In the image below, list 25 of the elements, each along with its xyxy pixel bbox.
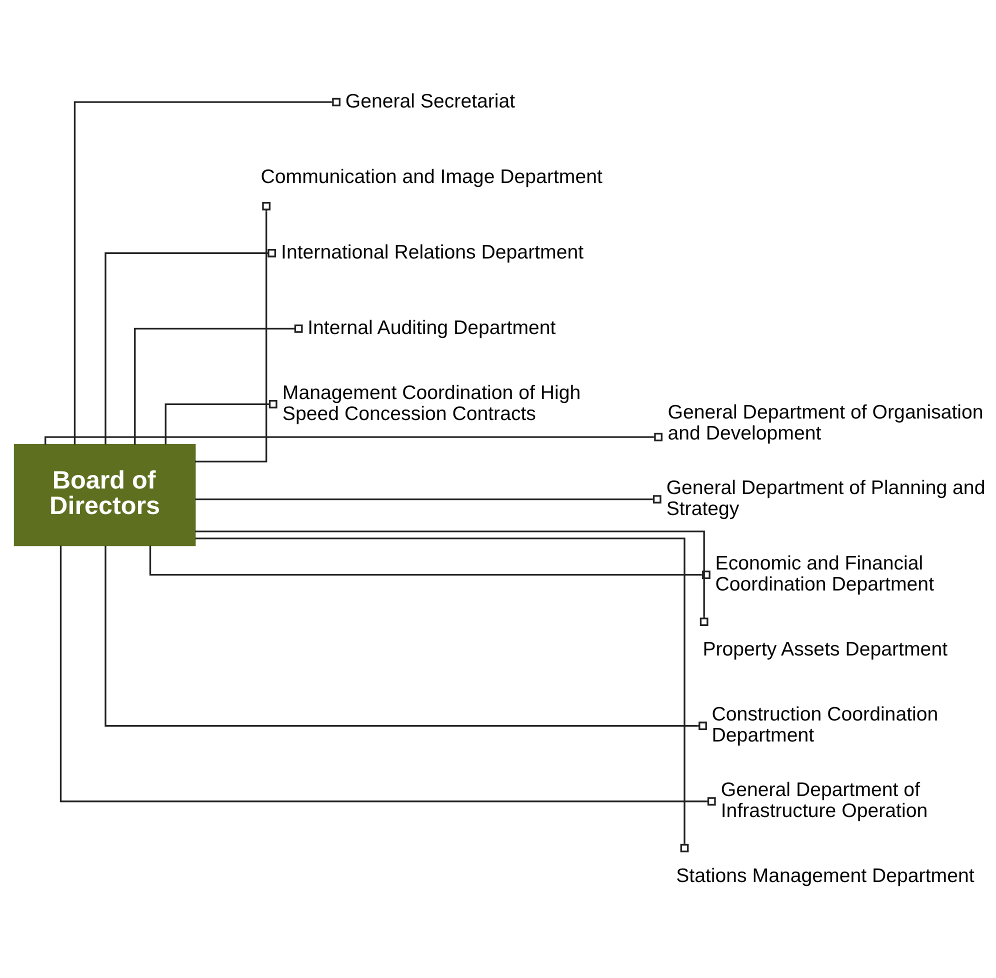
connector (44, 432, 662, 444)
connector (194, 494, 661, 503)
connector (194, 537, 688, 852)
node-text: General Department of Organisation and Development (667, 400, 983, 444)
node-text: Economic and Financial Coordination Department (714, 552, 934, 595)
connector (104, 545, 706, 730)
connector (59, 545, 716, 806)
node-text: Management Coordination of High Speed Concession Contracts (282, 381, 580, 424)
node-text: International Relations Department (280, 240, 584, 263)
node-text: Internal Auditing Department (307, 316, 556, 338)
node-text: General Department of Planning and Strategy (666, 476, 985, 520)
connector (148, 545, 710, 578)
connector (164, 400, 277, 444)
node-text: General Secretariat (344, 90, 515, 112)
connector (104, 248, 276, 444)
connector (73, 97, 340, 444)
node-text: Property Assets Department (702, 638, 948, 660)
connector (194, 530, 708, 626)
node-box: Board of Directors (13, 444, 196, 546)
node-text: Stations Management Department (676, 864, 974, 887)
node-text: Construction Coordination Department (711, 703, 938, 746)
node-text: Communication and Image Department (260, 165, 602, 188)
node-text: General Department of Infrastructure Operation (720, 778, 928, 822)
connector (134, 324, 302, 444)
connector (194, 201, 270, 462)
